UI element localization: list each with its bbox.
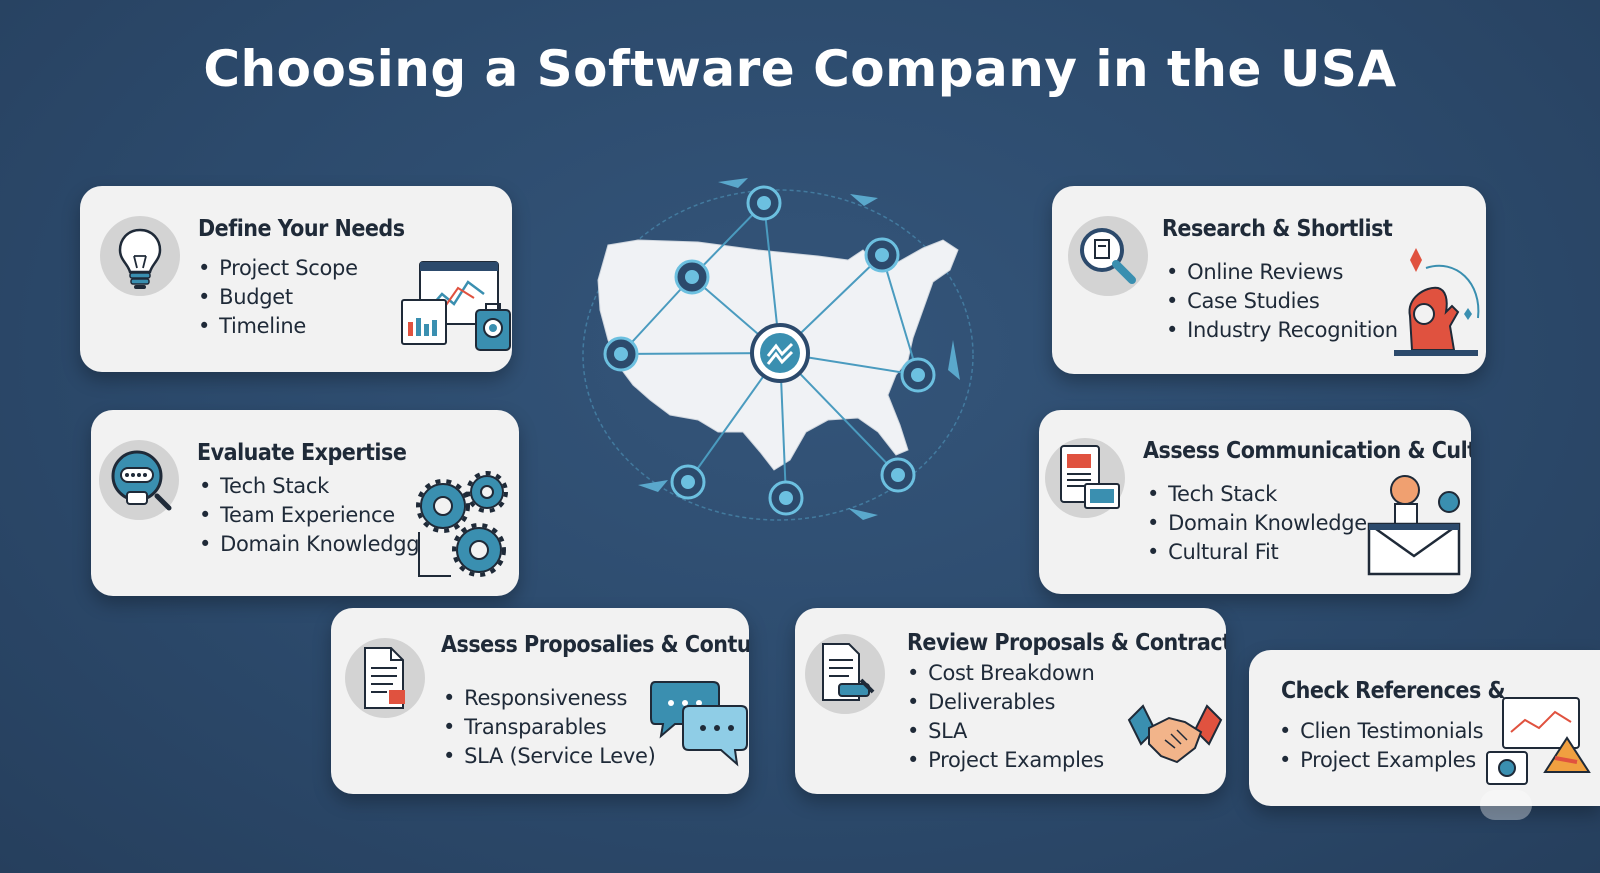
lightbulb-icon [100,216,180,296]
list-item: Project Scope [198,254,358,283]
list-item: Domain Knowledgg [199,530,420,559]
watermark-badge [1480,790,1532,820]
card-title: Check References & [1281,678,1506,704]
list-item: Tech Stack [1147,480,1367,509]
list-item: Cost Breakdown [907,659,1104,688]
list-item: Budget [198,283,358,312]
list-item: Deliverables [907,688,1104,717]
usa-map-network [578,170,998,530]
list-item: Tech Stack [199,472,419,501]
list-item: Timeline [198,312,358,341]
card-title: Evaluate Expertise [197,440,407,466]
gears-icon [416,471,508,577]
usa-map-network-icon [582,178,974,521]
card-title: Define Your Needs [198,216,405,242]
card-check-references: Check References & Clien Testimonials Pr… [1249,650,1600,806]
list-item: Responsiveness [443,684,656,713]
bullet-list: Tech Stack Team Experience Domain Knowle… [199,472,420,559]
list-item: Project Examples [907,746,1104,775]
list-item: Case Studies [1166,287,1398,316]
card-evaluate-expertise: Evaluate Expertise Tech Stack Team Exper… [91,410,519,596]
card-define-needs: Define Your Needs Project Scope Budget T… [80,186,512,372]
presentation-icon [1486,697,1591,785]
magnifier-icon [1068,216,1148,296]
list-item: Team Experience [199,501,419,530]
card-research-shortlist: Research & Shortlist Online Reviews Case… [1052,186,1486,374]
document-icon [345,638,425,718]
handshake-icon [1127,704,1223,764]
list-item: Cultural Fit [1147,538,1367,567]
card-title: Research & Shortlist [1162,216,1393,242]
card-title: Review Proposals & Contracts [907,630,1226,656]
list-item: Industry Recognition [1166,316,1398,345]
bullet-list: Clien Testimonials Project Examples [1279,717,1483,775]
envelope-icon [1367,475,1461,576]
document-screen-icon [1045,438,1125,518]
award-icon [1394,248,1480,356]
chat-bubbles-icon [650,681,748,767]
card-review-contracts: Review Proposals & Contracts Cost Breakd… [795,608,1226,794]
bullet-list: Cost Breakdown Deliverables SLA Project … [907,659,1104,775]
card-title: Assess Proposalies & Conture [441,632,749,658]
list-item: SLA (Service Leve) [443,742,656,771]
list-item: Domain Knowledge [1147,509,1367,538]
list-item: Online Reviews [1166,258,1398,287]
list-item: Project Examples [1279,746,1483,775]
card-communication-culture: Assess Communication & Culture Tech Stac… [1039,410,1471,594]
planning-board-icon [401,261,511,351]
bullet-list: Project Scope Budget Timeline [198,254,358,341]
list-item: Clien Testimonials [1279,717,1483,746]
bullet-list: Responsiveness Transparables SLA (Servic… [443,684,656,771]
list-item: Transparables [443,713,656,742]
bullet-list: Tech Stack Domain Knowledge Cultural Fit [1147,480,1367,567]
card-assess-proposals: Assess Proposalies & Conture Responsiven… [331,608,749,794]
page-title: Choosing a Software Company in the USA [203,40,1397,98]
list-item: SLA [907,717,1104,746]
bullet-list: Online Reviews Case Studies Industry Rec… [1166,258,1398,345]
meter-magnifier-icon [99,440,179,520]
contract-icon [805,634,885,714]
card-title: Assess Communication & Culture [1143,438,1471,464]
